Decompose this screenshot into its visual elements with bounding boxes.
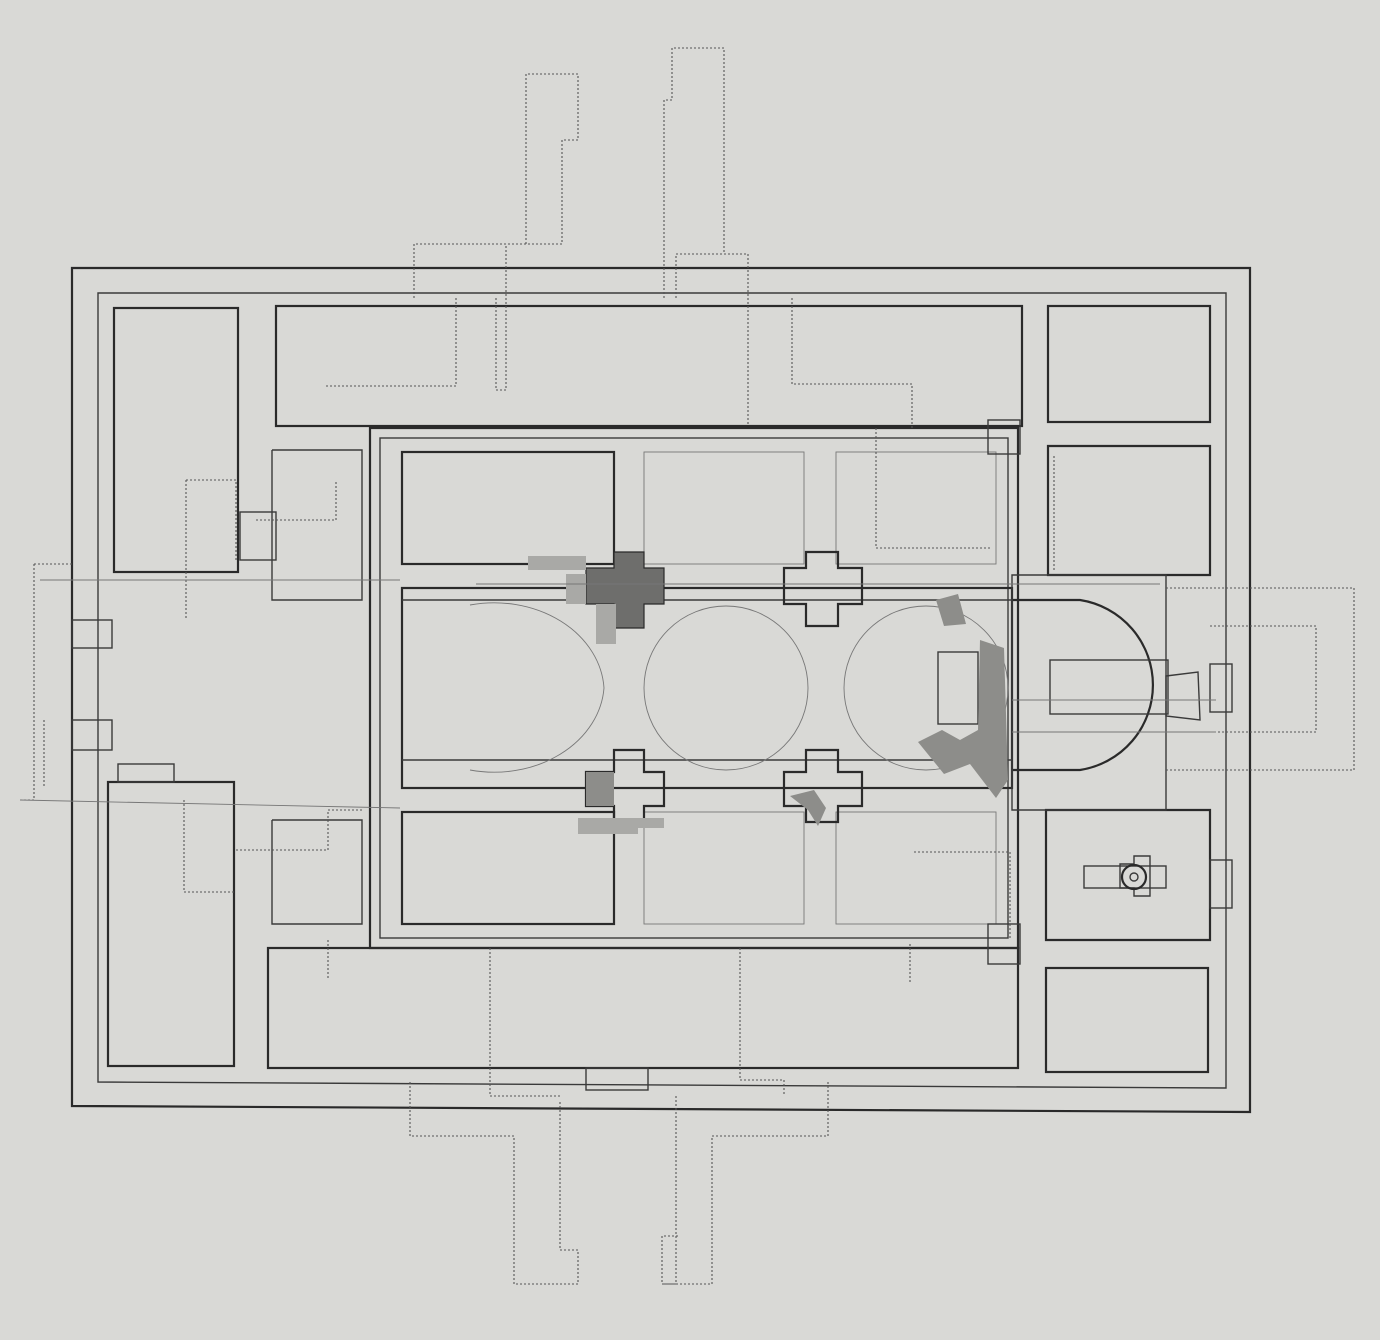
bay-north-2: [643, 451, 805, 565]
font-basin: [1120, 863, 1148, 891]
room-north-range: [274, 304, 1024, 428]
bay-south-2: [643, 811, 805, 925]
bay-south-3: [835, 811, 997, 925]
piers: [584, 550, 864, 826]
apse-hatched-remains: [918, 640, 1008, 798]
room-west-upper: [112, 306, 240, 574]
apse-curve: [1012, 598, 1155, 772]
nave-outline: [400, 586, 1014, 790]
dome-east: [843, 605, 1009, 771]
room-east-lower: [1044, 808, 1212, 942]
baptismal-font: [1083, 855, 1167, 897]
bay-south-1: [400, 810, 616, 926]
nave: [400, 586, 1014, 790]
room-west-lower: [106, 780, 236, 1068]
ambulatory: [368, 426, 1020, 950]
room-northeast: [1046, 304, 1212, 424]
room-south-range: [266, 946, 1020, 1070]
dome-west: [469, 602, 605, 773]
ambulatory-outer: [368, 426, 1020, 950]
apse: [918, 574, 1201, 811]
jambs: [71, 419, 1233, 1091]
dome-center: [643, 605, 809, 771]
bay-north-3: [835, 451, 997, 565]
axial-lines: [19, 579, 1216, 809]
bay-north-1: [400, 450, 616, 566]
perimeter-rooms: [106, 304, 1212, 1074]
room-southeast: [1044, 966, 1210, 1074]
earlier-phase-outline: [20, 47, 1355, 1285]
synthronon: [1049, 659, 1169, 715]
room-east-upper: [1046, 444, 1212, 577]
pier-northeast: [782, 550, 864, 628]
aisle-bays: [400, 450, 997, 926]
outer-enclosure-wall: [70, 266, 1252, 1114]
altar: [937, 651, 979, 725]
hatched-remains: [528, 556, 664, 834]
